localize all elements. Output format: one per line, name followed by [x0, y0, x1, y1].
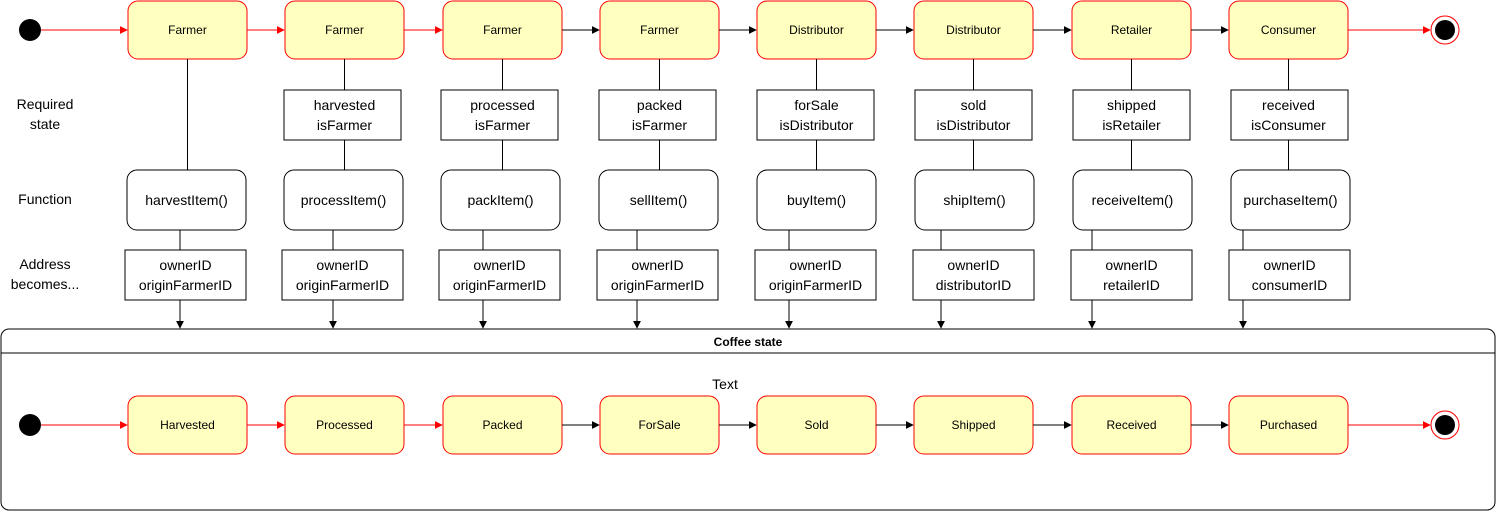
function-name: purchaseItem()	[1243, 192, 1337, 208]
function-box	[440, 169, 561, 231]
actor-state-label-7: Retailer	[1111, 23, 1152, 37]
address-owner: ownerID	[1105, 257, 1157, 273]
required-state-name: packed	[637, 97, 682, 113]
coffee-end-node-core	[1435, 415, 1455, 435]
actor-state-label-6: Distributor	[946, 23, 1001, 37]
address-owner: ownerID	[159, 257, 211, 273]
coffee-state-label-3: Packed	[482, 418, 522, 432]
address-role-id: originFarmerID	[769, 277, 862, 293]
required-state-name: received	[1262, 97, 1315, 113]
coffee-state-container: Coffee state Text	[0, 328, 1496, 511]
stage-column-6: sold isDistributor shipItem() ownerID distri…	[912, 59, 1035, 329]
required-state-box	[1072, 89, 1191, 141]
required-role-check: isFarmer	[475, 117, 531, 133]
function-name: sellItem()	[630, 192, 688, 208]
address-role-id: retailerID	[1103, 277, 1160, 293]
coffee-start-node	[19, 414, 41, 436]
function-box	[598, 169, 719, 231]
coffee-flow: Harvested Processed Packed ForSale Sold Shipp…	[19, 395, 1460, 455]
stage-column-5: forSale isDistributor buyItem() ownerID orig…	[754, 59, 877, 329]
required-state-box	[598, 89, 717, 141]
row-label-function: Function	[18, 191, 72, 207]
coffee-state-label-7: Received	[1106, 418, 1156, 432]
address-role-id: consumerID	[1252, 277, 1327, 293]
required-state-name: processed	[470, 97, 535, 113]
required-role-check: isDistributor	[937, 117, 1011, 133]
stage-column-7: shipped isRetailer receiveItem() ownerID ret…	[1070, 59, 1193, 329]
function-name: harvestItem()	[145, 192, 227, 208]
address-role-id: originFarmerID	[611, 277, 704, 293]
function-name: shipItem()	[943, 192, 1005, 208]
coffee-state-label-5: Sold	[804, 418, 828, 432]
address-box	[1070, 249, 1193, 301]
address-owner: ownerID	[789, 257, 841, 273]
required-state-box	[756, 89, 875, 141]
required-state-box	[1230, 89, 1349, 141]
address-role-id: originFarmerID	[296, 277, 389, 293]
address-box	[754, 249, 877, 301]
actor-end-node-core	[1435, 20, 1455, 40]
coffee-state-title: Coffee state	[714, 335, 783, 349]
address-box	[596, 249, 719, 301]
function-name: receiveItem()	[1092, 192, 1174, 208]
address-role-id: originFarmerID	[139, 277, 232, 293]
function-box	[756, 169, 877, 231]
coffee-state-label-2: Processed	[316, 418, 373, 432]
required-state-name: shipped	[1107, 97, 1156, 113]
stage-column-4: packed isFarmer sellItem() ownerID originFar…	[596, 59, 719, 329]
row-label-required-line2: state	[30, 116, 61, 132]
coffee-state-label-1: Harvested	[160, 418, 215, 432]
coffee-state-label-8: Purchased	[1260, 418, 1317, 432]
required-role-check: isRetailer	[1102, 117, 1161, 133]
actor-flow: Farmer Farmer Farmer Farmer Distributor Distr…	[19, 0, 1460, 60]
required-state-name: harvested	[314, 97, 375, 113]
actor-state-label-3: Farmer	[483, 23, 522, 37]
function-name: packItem()	[467, 192, 533, 208]
function-box	[1230, 169, 1351, 231]
actor-state-label-8: Consumer	[1261, 23, 1316, 37]
actor-state-label-5: Distributor	[789, 23, 844, 37]
address-role-id: distributorID	[936, 277, 1011, 293]
address-box	[1228, 249, 1351, 301]
row-label-address-line2: becomes...	[11, 276, 79, 292]
address-box	[438, 249, 561, 301]
actor-state-label-1: Farmer	[168, 23, 207, 37]
coffee-state-text-label: Text	[712, 376, 738, 392]
stage-column-8: received isConsumer purchaseItem() ownerID c…	[1228, 59, 1351, 329]
function-box	[126, 169, 247, 231]
function-name: buyItem()	[787, 192, 846, 208]
actor-start-node	[19, 19, 41, 41]
required-role-check: isFarmer	[317, 117, 373, 133]
row-label-address-line1: Address	[19, 256, 70, 272]
required-role-check: isDistributor	[780, 117, 854, 133]
stage-column-3: processed isFarmer packItem() ownerID origin…	[438, 59, 561, 329]
stage-column-2: harvested isFarmer processItem() ownerID ori…	[281, 59, 404, 329]
address-box	[124, 249, 247, 301]
address-owner: ownerID	[947, 257, 999, 273]
address-owner: ownerID	[631, 257, 683, 273]
required-role-check: isFarmer	[632, 117, 688, 133]
address-owner: ownerID	[473, 257, 525, 273]
function-box	[1072, 169, 1193, 231]
required-role-check: isConsumer	[1251, 117, 1326, 133]
required-state-box	[283, 89, 402, 141]
row-label-required-line1: Required	[17, 96, 74, 112]
actor-state-label-4: Farmer	[640, 23, 679, 37]
address-box	[912, 249, 1035, 301]
required-state-name: sold	[961, 97, 987, 113]
address-owner: ownerID	[1263, 257, 1315, 273]
coffee-state-label-4: ForSale	[638, 418, 680, 432]
actor-state-label-2: Farmer	[325, 23, 364, 37]
function-box	[914, 169, 1035, 231]
function-name: processItem()	[301, 192, 387, 208]
address-owner: ownerID	[316, 257, 368, 273]
address-role-id: originFarmerID	[453, 277, 546, 293]
required-state-name: forSale	[794, 97, 839, 113]
address-box	[281, 249, 404, 301]
required-state-box	[440, 89, 559, 141]
function-box	[283, 169, 404, 231]
stage-column-1: harvestItem() ownerID originFarmerID	[124, 59, 247, 329]
coffee-state-label-6: Shipped	[951, 418, 995, 432]
